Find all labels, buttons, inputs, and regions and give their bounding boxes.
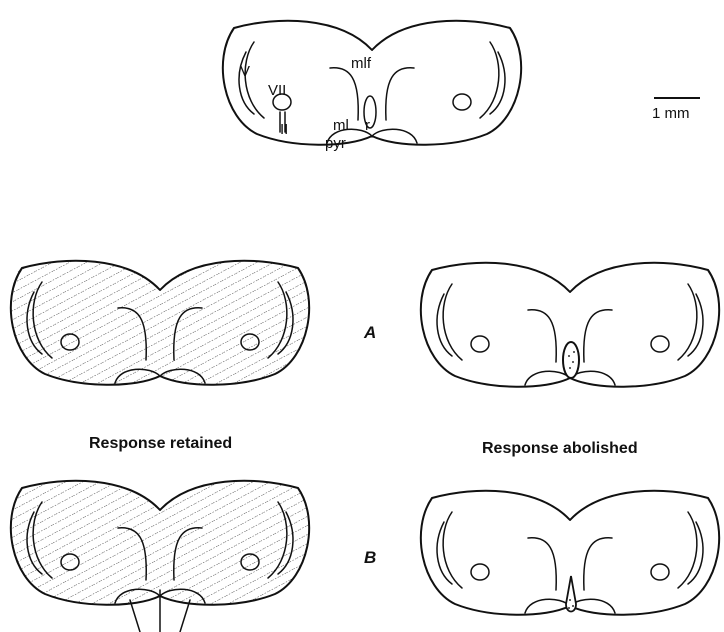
label-r: r [365, 117, 370, 134]
label-ml: ml [333, 117, 349, 134]
row-label-a: A [363, 323, 376, 342]
label-mlf: mlf [351, 55, 372, 72]
row-a-left-section [10, 261, 309, 385]
label-pyr: pyr [325, 135, 346, 152]
scale-bar: 1 mm [652, 98, 700, 122]
label-vii: VII [268, 82, 286, 99]
label-ii: II [280, 121, 288, 138]
label-v: V [240, 63, 250, 80]
scale-bar-label: 1 mm [652, 105, 690, 122]
row-a-right-section [421, 263, 719, 387]
row-b-left-section [10, 481, 309, 632]
row-b-right-section [421, 491, 719, 615]
reference-section: mlf V VII II ml r pyr [223, 21, 521, 152]
caption-response-abolished: Response abolished [482, 440, 638, 457]
caption-response-retained: Response retained [89, 435, 232, 452]
row-label-b: B [364, 548, 376, 567]
